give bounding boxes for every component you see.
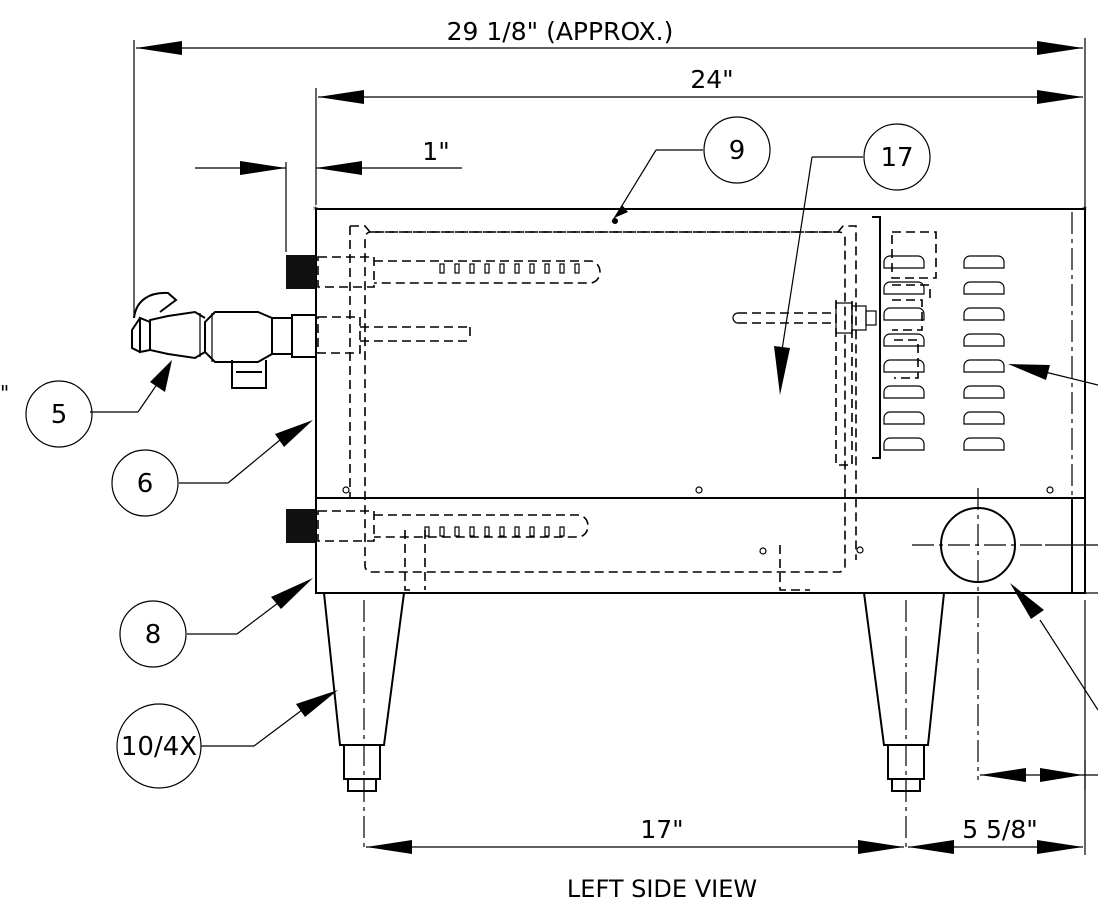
balloon-6: 6 [111, 420, 313, 517]
balloon-17: 17 [774, 123, 931, 395]
dimension-leg-to-edge-label: 5 5/8" [962, 815, 1038, 844]
round-port [912, 488, 1098, 780]
legs [323, 592, 945, 850]
view-title: LEFT SIDE VIEW [567, 875, 757, 903]
balloon-17-label: 17 [880, 143, 913, 173]
balloon-9: 9 [611, 116, 771, 223]
dimension-port-offset [980, 760, 1098, 790]
dimension-overall-width: 29 1/8" (APPROX.) [133, 17, 1086, 318]
right-edge-leaders [1008, 364, 1098, 711]
svg-text:": " [0, 381, 9, 405]
svg-text:*: * [313, 205, 318, 216]
dimension-offset-label: 1" [422, 137, 449, 166]
dimension-body-width-label: 24" [690, 65, 733, 94]
balloon-6-label: 6 [137, 469, 154, 499]
dimension-offset: 1" [195, 137, 462, 252]
drain-valve [131, 291, 471, 389]
dimension-leg-spacing: 17" [366, 815, 904, 854]
balloon-8: 8 [119, 578, 313, 668]
balloon-8-label: 8 [145, 620, 162, 650]
svg-text:*: * [1082, 205, 1087, 216]
balloon-5: 5 [25, 360, 172, 448]
dimension-leg-spacing-label: 17" [640, 815, 683, 844]
balloon-9-label: 9 [729, 136, 746, 166]
balloon-10: 10/4X [116, 690, 338, 789]
lower-heating-element [286, 509, 810, 591]
control-bracket [732, 216, 937, 466]
dimension-leg-to-edge: 5 5/8" [908, 600, 1086, 855]
dimension-body-width: 24" [315, 65, 1083, 205]
cabinet-body: * * [313, 205, 1087, 594]
upper-heating-element [286, 255, 601, 289]
louver-vents [883, 255, 1005, 451]
balloon-5-label: 5 [51, 400, 68, 430]
dimension-overall-width-label: 29 1/8" (APPROX.) [447, 17, 674, 46]
balloon-10-label: 10/4X [121, 732, 197, 762]
